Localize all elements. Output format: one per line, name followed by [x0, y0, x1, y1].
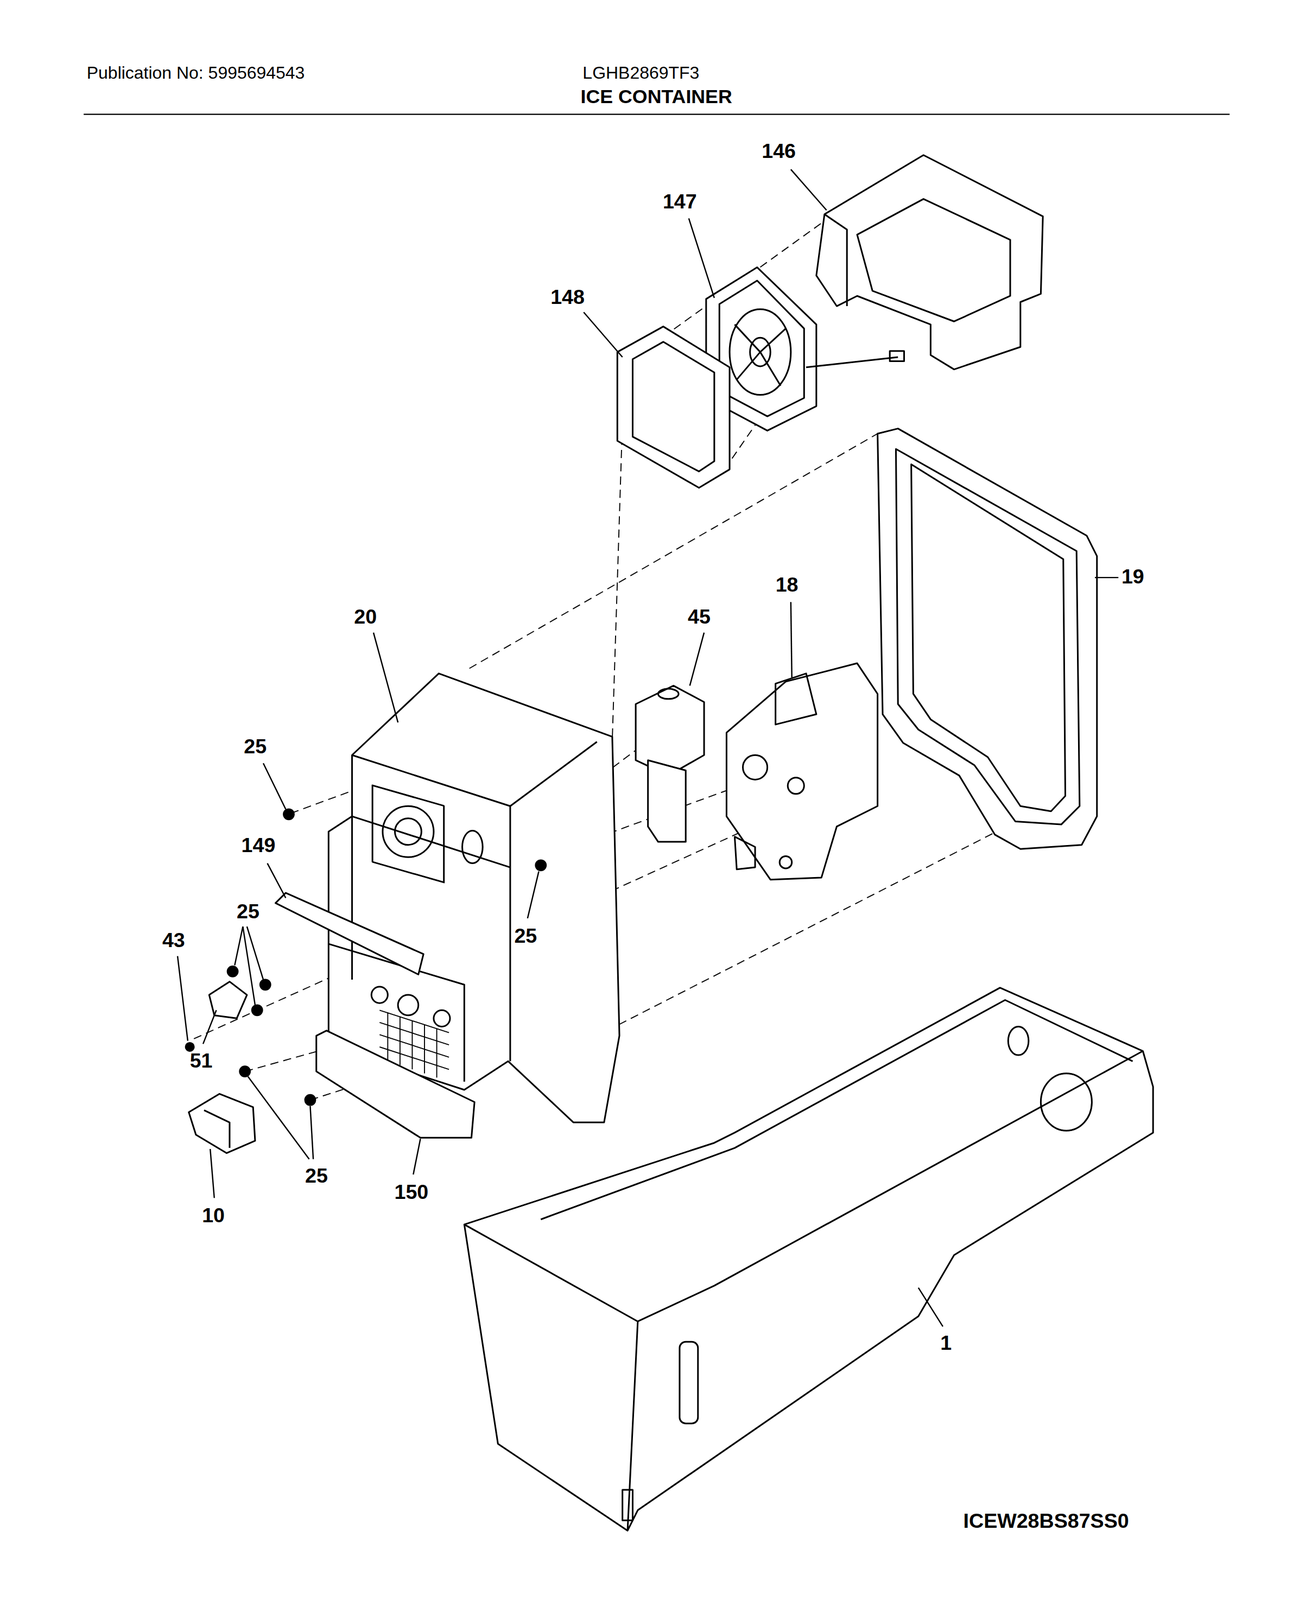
callout-number: 150	[394, 1180, 429, 1203]
model-number: LGHB2869TF3	[582, 64, 700, 84]
callout-number: 25	[236, 900, 260, 923]
callout-number: 43	[162, 928, 186, 952]
callout-number: 10	[201, 1204, 225, 1227]
callout-number: 25	[243, 734, 267, 758]
callout-number: 147	[662, 189, 697, 213]
callout-number: 1	[940, 1332, 952, 1355]
page-title: ICE CONTAINER	[580, 86, 733, 108]
callout-number: 25	[305, 1164, 328, 1187]
callout-number: 149	[241, 833, 276, 857]
callout-number: 19	[1121, 565, 1145, 588]
callout-number: 20	[353, 605, 377, 628]
callout-number: 51	[189, 1049, 213, 1072]
publication-number: Publication No: 5995694543	[86, 64, 306, 84]
callout-number: 45	[687, 605, 711, 628]
figure-code: ICEW28BS87SS0	[963, 1509, 1130, 1532]
callout-number: 25	[514, 924, 537, 947]
callout-number: 146	[761, 140, 796, 163]
callout-number: 148	[550, 285, 585, 308]
callout-number: 18	[775, 573, 799, 597]
